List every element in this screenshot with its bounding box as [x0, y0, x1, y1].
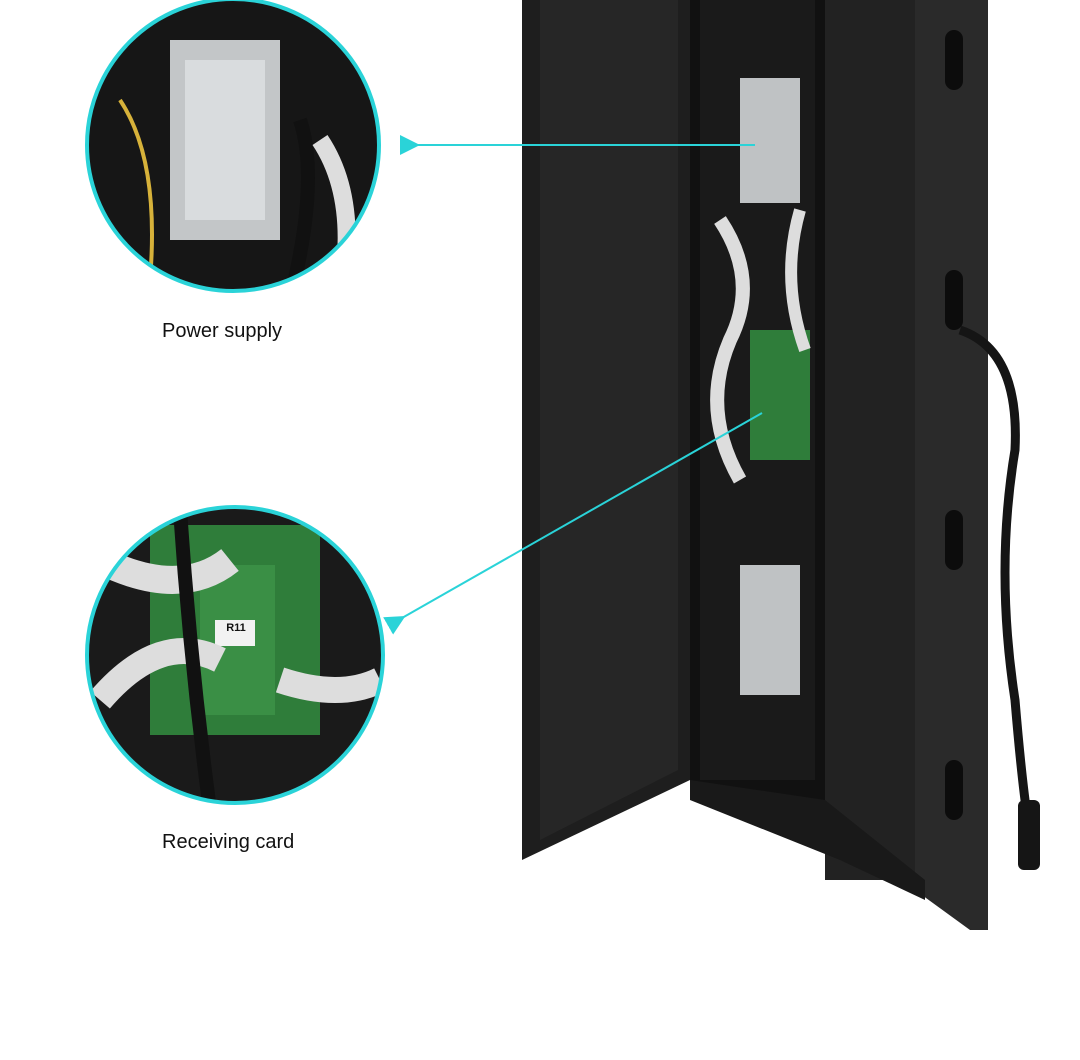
receiving-card-label: Receiving card — [162, 831, 295, 853]
cable-connector — [1018, 800, 1040, 870]
power-supply-zoom — [85, 0, 381, 293]
receiving-card-zoom — [85, 505, 385, 805]
power-supply-label: Power supply — [162, 320, 283, 342]
power-cable — [958, 325, 1040, 862]
power-supply-top — [740, 78, 800, 203]
cabinet-frame — [825, 0, 925, 880]
power-supply-bottom — [740, 565, 800, 695]
card-marking: R11 — [226, 622, 246, 634]
receiving-card-arrow — [383, 412, 763, 635]
led-cabinet-photo — [522, 0, 1040, 930]
